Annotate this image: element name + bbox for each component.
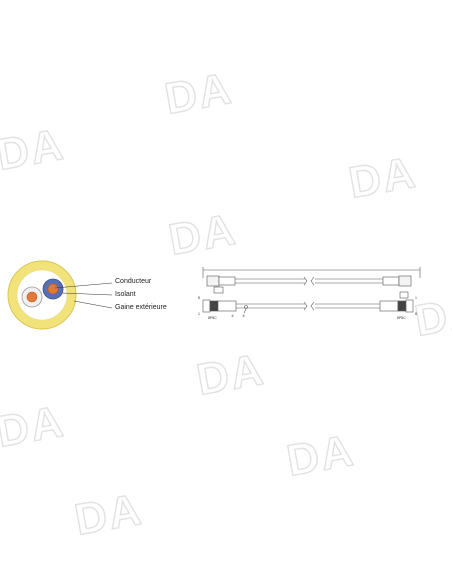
pin-tag-bottom-left: 1 [198,312,200,316]
cable-top-view [206,275,412,294]
boot-tag-left: 8P8C [208,316,217,320]
cable-cross-section [7,260,113,330]
pin-tag-top-right: 1 [415,296,417,300]
pin-tag-bottom-right: 8 [415,312,417,316]
callout-a: ① [231,314,235,318]
watermark: DA [0,397,68,457]
cable-side-view [202,299,414,314]
label-conductor: Conducteur [115,278,152,285]
label-insulation: Isolant [115,291,136,298]
boot-tag-right: 8P8C [397,316,406,320]
watermark-layer: DA DA DA DA DA DA DA DA DA [0,63,452,545]
watermark: DA [411,286,452,346]
leader-line-jacket [73,300,113,309]
conductor-white [26,291,38,303]
watermark: DA [345,148,420,208]
watermark: DA [71,485,146,545]
watermark: DA [161,64,236,124]
watermark: DA [193,345,268,405]
patch-cable-drawing [202,267,421,314]
label-outer-jacket: Gaine extérieure [115,304,167,311]
conductor-blue [47,283,59,295]
watermark: DA [283,426,358,486]
leader-line-insulation [61,292,113,296]
watermark: DA [0,120,68,180]
pin-tag-top-left: 8 [198,296,200,300]
leader-line-conductor [54,282,113,289]
watermark: DA [165,205,240,265]
callout-b: ② [242,314,246,318]
connector-end-detail [399,291,409,299]
